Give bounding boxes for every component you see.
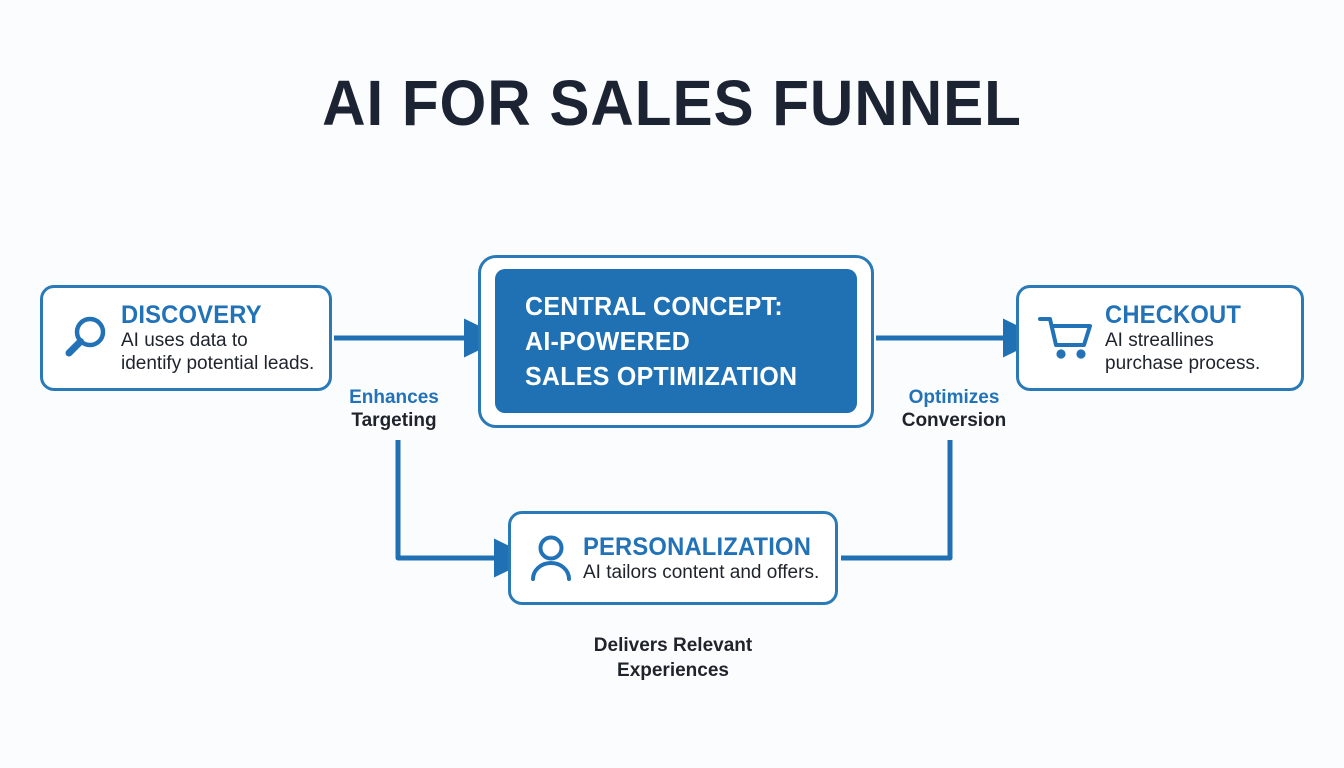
shopping-cart-icon-wrap [1033,312,1099,364]
discovery-text: DISCOVERY AI uses data to identify poten… [117,301,319,375]
discovery-description: AI uses data to identify potential leads… [121,330,315,374]
edge-label-optimizes-line1: Optimizes [908,387,1000,408]
personalization-title: PERSONALIZATION [583,532,812,561]
checkout-text: CHECKOUT AI streallines purchase process… [1099,301,1291,375]
checkout-description: AI streallines purchase process. [1105,330,1261,374]
node-personalization[interactable]: PERSONALIZATION AI tailors content and o… [508,511,838,605]
checkout-title: CHECKOUT [1105,301,1242,329]
person-icon-wrap [523,533,579,583]
shopping-cart-icon [1038,317,1092,359]
arrow-enhances-targeting-branch [395,440,534,578]
connector-personalization-to-conversion [841,440,953,561]
central-concept-text: CENTRAL CONCEPT: AI-POWERED SALES OPTIMI… [525,290,798,391]
caption-delivers-relevant-experiences: Delivers Relevant Experiences [593,635,753,681]
magnifier-icon-wrap [55,311,117,365]
person-icon [531,535,571,581]
edge-label-enhances-line1: Enhances [349,387,439,408]
edge-label-enhances-line2: Targeting [351,410,437,431]
edge-label-optimizes-conversion: Optimizes Conversion [874,386,1034,432]
node-checkout[interactable]: CHECKOUT AI streallines purchase process… [1016,285,1304,391]
edge-label-optimizes-line2: Conversion [901,410,1007,431]
page-title: AI FOR SALES FUNNEL [322,67,1022,139]
discovery-title: DISCOVERY [121,301,262,329]
magnifier-icon [65,316,106,357]
node-discovery[interactable]: DISCOVERY AI uses data to identify poten… [40,285,332,391]
personalization-text: PERSONALIZATION AI tailors content and o… [579,533,825,584]
node-central-concept[interactable]: CENTRAL CONCEPT: AI-POWERED SALES OPTIMI… [495,269,857,413]
personalization-description: AI tailors content and offers. [583,561,820,583]
edge-label-enhances-targeting: Enhances Targeting [314,386,474,432]
